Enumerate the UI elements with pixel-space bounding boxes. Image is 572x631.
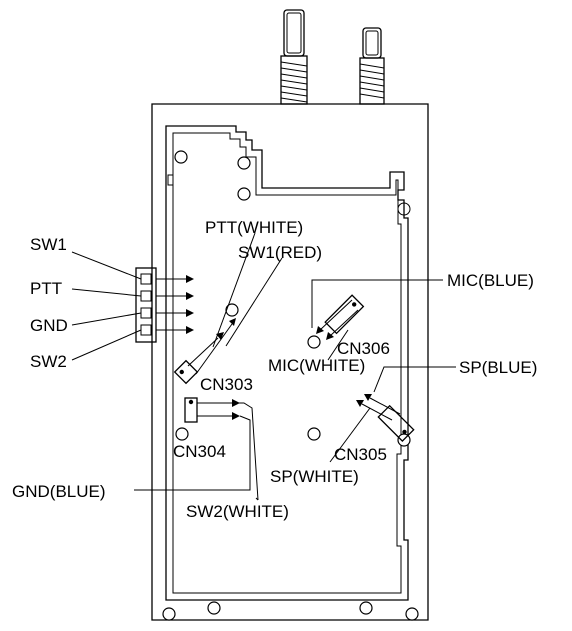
cn305-connector <box>356 394 415 443</box>
leader-gnd <box>71 312 142 326</box>
cn304-connector <box>184 397 259 501</box>
leader-mic-white <box>327 329 349 361</box>
label-ptt-white: PTT(WHITE) <box>205 218 303 237</box>
leader-gnd-blue <box>134 415 251 491</box>
label-cn306: CN306 <box>337 339 390 358</box>
label-cn303: CN303 <box>200 375 253 394</box>
leader-sp-blue <box>373 366 456 393</box>
antenna-knob-small <box>359 27 385 105</box>
cn303-connector <box>173 318 236 385</box>
label-gnd: GND <box>30 316 68 335</box>
leader-ptt <box>71 288 142 297</box>
label-sp-white: SP(WHITE) <box>270 467 359 486</box>
antenna-knob-large <box>280 9 308 105</box>
leader-mic-blue <box>311 279 443 328</box>
pcb-outline <box>165 125 411 601</box>
leader-sw2-white <box>255 497 259 501</box>
leader-sw1 <box>71 251 142 280</box>
label-sw2: SW2 <box>30 352 67 371</box>
label-gnd-blue: GND(BLUE) <box>12 482 106 501</box>
label-sp-blue: SP(BLUE) <box>459 358 537 377</box>
label-cn304: CN304 <box>173 442 226 461</box>
leader-sw2 <box>71 329 142 361</box>
label-mic-white: MIC(WHITE) <box>268 356 365 375</box>
label-sw2-white: SW2(WHITE) <box>186 502 289 521</box>
leader-sw1-red <box>225 257 283 347</box>
label-sw1: SW1 <box>30 235 67 254</box>
label-sw1-red: SW1(RED) <box>238 243 322 262</box>
housing-outline <box>151 103 429 621</box>
cn306-connector <box>316 294 365 340</box>
label-cn305: CN305 <box>334 445 387 464</box>
label-mic-blue: MIC(BLUE) <box>447 271 534 290</box>
leader-sp-white <box>329 407 371 463</box>
label-ptt: PTT <box>30 279 62 298</box>
leader-ptt-white <box>212 232 256 348</box>
side-switch-connector <box>135 267 194 343</box>
